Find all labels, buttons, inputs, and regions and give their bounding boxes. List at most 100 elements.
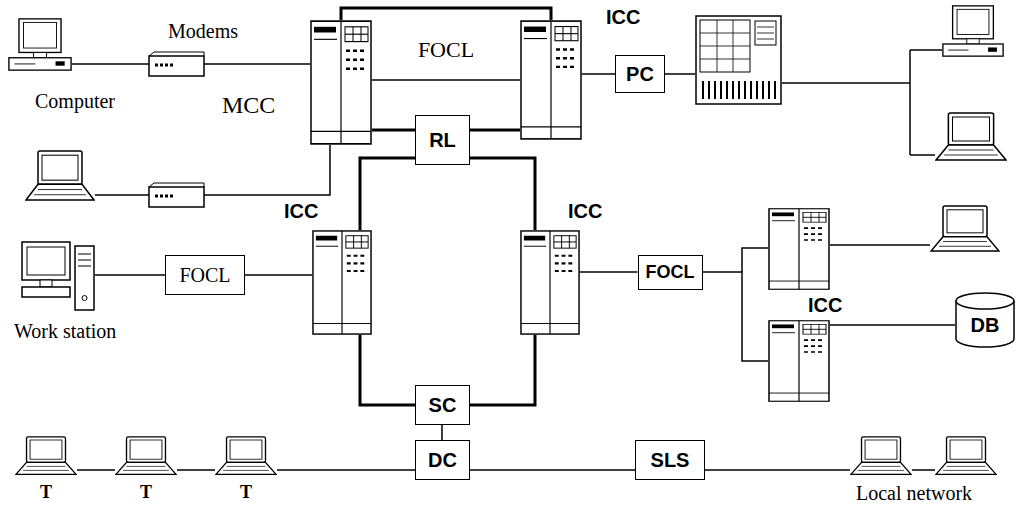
device-node: Work station bbox=[20, 238, 95, 312]
connector-line bbox=[470, 335, 535, 405]
node-label: ICC bbox=[606, 6, 640, 29]
device-icon bbox=[521, 231, 579, 334]
connector-line bbox=[470, 129, 520, 132]
connector-line bbox=[360, 158, 415, 230]
node-label: MCC bbox=[222, 92, 275, 120]
rack-wire bbox=[782, 82, 910, 84]
node-label: FOCL bbox=[646, 262, 695, 283]
node-label: DC bbox=[428, 449, 457, 472]
device-icon bbox=[116, 437, 176, 475]
device-icon bbox=[310, 20, 372, 145]
node-label: SC bbox=[429, 394, 457, 417]
device-icon bbox=[520, 20, 582, 140]
connector-line bbox=[470, 158, 535, 230]
process-box: FOCL bbox=[638, 255, 703, 290]
connector-line bbox=[360, 335, 415, 405]
node-label: ICC bbox=[284, 200, 318, 223]
device-icon bbox=[311, 21, 371, 144]
rack-wire bbox=[909, 50, 911, 155]
device-icon bbox=[769, 321, 829, 402]
database-cylinder bbox=[956, 301, 1014, 309]
process-box: PC bbox=[615, 55, 665, 93]
edge-label: FOCL bbox=[415, 37, 477, 62]
connector-line bbox=[470, 469, 635, 471]
device-icon bbox=[9, 19, 71, 70]
device-icon bbox=[313, 231, 371, 334]
device-icon bbox=[520, 230, 580, 335]
laptop-icon bbox=[936, 113, 1006, 160]
connector-line bbox=[372, 129, 415, 132]
rack-icon bbox=[696, 16, 781, 104]
device-node: T bbox=[15, 436, 77, 476]
node-label: T bbox=[140, 482, 152, 503]
device-node: ICC bbox=[520, 230, 580, 335]
modem-icon bbox=[149, 52, 204, 76]
node-label: FOCL bbox=[179, 264, 230, 287]
process-box: SLS bbox=[635, 440, 705, 480]
device-node: MCC bbox=[310, 20, 372, 145]
process-box: SC bbox=[415, 385, 470, 425]
node-label: SLS bbox=[651, 449, 690, 472]
network-wire bbox=[912, 469, 935, 471]
connector-line bbox=[703, 272, 769, 361]
node-label: Work station bbox=[14, 320, 116, 343]
network-wire bbox=[705, 469, 850, 471]
node-label: ICC bbox=[568, 200, 602, 223]
rack-wire bbox=[665, 73, 695, 75]
server-wire bbox=[830, 244, 930, 246]
process-box: DC bbox=[415, 440, 470, 480]
connector-line bbox=[277, 469, 415, 471]
connector-line bbox=[372, 79, 520, 81]
device-icon bbox=[216, 437, 276, 475]
device-icon bbox=[20, 238, 95, 312]
node-label: T bbox=[40, 482, 52, 503]
device-icon bbox=[115, 436, 177, 476]
laptop-icon bbox=[851, 437, 911, 475]
device-icon bbox=[768, 320, 830, 402]
laptop-icon bbox=[26, 151, 94, 200]
device-icon bbox=[22, 242, 94, 310]
rack-wire bbox=[910, 49, 942, 51]
modem-icon bbox=[149, 183, 204, 207]
connector-group bbox=[72, 8, 955, 470]
connector-line bbox=[77, 469, 115, 471]
connector-line bbox=[441, 425, 443, 440]
device-node: ICC bbox=[312, 230, 372, 335]
rack-wire bbox=[910, 154, 935, 156]
device-node: Computer bbox=[8, 18, 72, 71]
modem-wire bbox=[95, 145, 330, 195]
text-label: Local network bbox=[856, 482, 972, 505]
database-cylinder bbox=[956, 293, 1014, 347]
device-icon bbox=[312, 230, 372, 335]
connector-line bbox=[177, 469, 215, 471]
node-label: ICC bbox=[808, 294, 842, 317]
device-node: ICC bbox=[520, 20, 582, 140]
connector-line bbox=[95, 274, 165, 276]
connector-line bbox=[245, 274, 312, 276]
server-icon bbox=[769, 209, 829, 290]
laptop-icon bbox=[936, 437, 996, 475]
node-label: PC bbox=[626, 63, 654, 86]
laptop-icon bbox=[931, 206, 999, 251]
server-wire bbox=[742, 248, 768, 272]
device-icon bbox=[15, 436, 77, 476]
process-box: FOCL bbox=[165, 255, 245, 295]
node-label: Computer bbox=[35, 90, 115, 113]
node-label: DB bbox=[971, 314, 1000, 337]
device-node: T bbox=[215, 436, 277, 476]
device-icon bbox=[521, 21, 581, 139]
device-icon bbox=[215, 436, 277, 476]
device-icon bbox=[16, 437, 76, 475]
connector-line bbox=[580, 271, 638, 273]
connector-line bbox=[830, 324, 955, 326]
device-node: T bbox=[115, 436, 177, 476]
device-node: ICC bbox=[768, 320, 830, 402]
connector-line bbox=[582, 73, 615, 75]
process-box: RL bbox=[415, 115, 470, 165]
node-label: RL bbox=[429, 129, 456, 152]
device-icon bbox=[8, 18, 72, 71]
node-label: T bbox=[240, 482, 252, 503]
